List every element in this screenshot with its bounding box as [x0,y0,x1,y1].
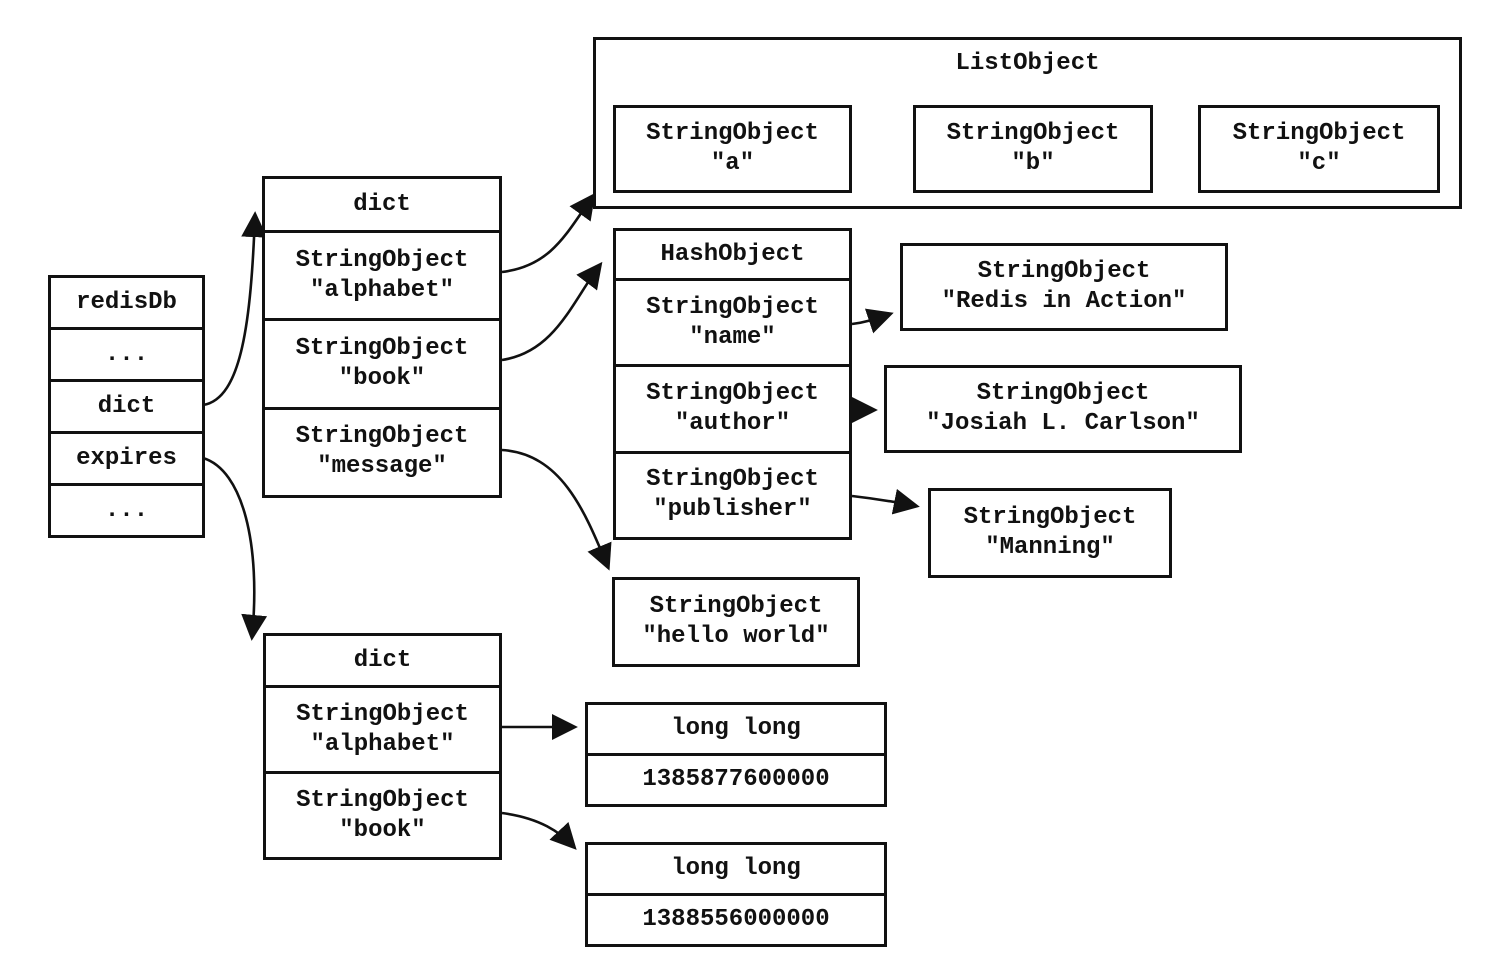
timestamp-value: 1385877600000 [642,766,830,793]
redisdb-row-ellipsis-bottom: ... [51,483,202,535]
timestamp-box-alphabet: long long 1385877600000 [585,702,887,807]
string-value-cell: StringObject "hello world" [615,580,857,664]
redisdb-row-title: redisDb [51,278,202,327]
object-type-label: StringObject [977,258,1151,285]
list-object-title: ListObject [955,50,1100,77]
object-value-label: "b" [1011,150,1055,177]
object-value-label: "c" [1297,150,1341,177]
long-long-label: long long [671,715,801,742]
object-type-label: StringObject [646,293,819,321]
redisdb-row-expires: expires [51,431,202,483]
object-value-label: "Redis in Action" [941,288,1187,315]
object-value-label: "alphabet" [309,276,455,304]
string-value-manning: StringObject "Manning" [928,488,1172,578]
arrow-alphabet-to-list-object [501,192,596,274]
object-type-label: StringObject [295,246,469,274]
dict-header-label: dict [353,646,412,674]
hash-field-author: StringObject "author" [616,364,849,450]
arrow-message-to-hello-world [501,448,612,571]
dict-header-label: dict [353,190,411,218]
ellipsis-label: ... [104,496,149,524]
timestamp-value-row: 1388556000000 [588,893,884,944]
object-value-label: "book" [339,816,426,844]
string-value-josiah-carlson: StringObject "Josiah L. Carlson" [884,365,1242,453]
object-value-label: "message" [317,453,447,481]
string-value-cell: StringObject "Josiah L. Carlson" [887,368,1239,450]
hash-header-label: HashObject [660,240,805,268]
object-type-label: StringObject [1232,120,1406,147]
timestamp-box-book: long long 1388556000000 [585,842,887,947]
arrow-publisher-to-manning [851,488,920,515]
long-long-label: long long [671,855,801,882]
expires-entry-alphabet: StringObject "alphabet" [266,685,499,771]
object-value-label: "a" [710,150,755,177]
object-type-label: StringObject [295,423,469,451]
hash-field-publisher: StringObject "publisher" [616,450,849,537]
key-dict-header: dict [265,179,499,230]
key-dict-entry-message: StringObject "message" [265,406,499,495]
object-value-label: "author" [674,409,791,437]
key-dict-entry-book: StringObject "book" [265,318,499,406]
string-value-cell: StringObject "Redis in Action" [903,246,1225,328]
list-node-a-cell: StringObject "a" [616,108,849,190]
list-node-c: StringObject "c" [1198,105,1440,193]
object-value-label: "publisher" [653,496,812,524]
timestamp-value-row: 1385877600000 [588,753,884,804]
object-type-label: StringObject [646,466,819,494]
object-value-label: "book" [338,364,426,392]
object-value-label: "hello world" [642,623,830,650]
object-type-label: StringObject [646,120,819,147]
expires-dict-box: dict StringObject "alphabet" StringObjec… [263,633,502,860]
hash-object-header: HashObject [616,231,849,278]
redisdb-struct-box: redisDb ... dict expires ... [48,275,205,538]
expires-entry-book: StringObject "book" [266,771,499,857]
ellipsis-label: ... [104,340,149,368]
timestamp-type-row: long long [588,845,884,893]
expires-field-label: expires [76,444,177,472]
key-dict-box: dict StringObject "alphabet" StringObjec… [262,176,502,498]
object-type-label: StringObject [296,700,469,728]
object-type-label: StringObject [963,504,1137,531]
arrow-expires-book-to-timestamp [501,811,577,850]
redisdb-row-ellipsis-top: ... [51,327,202,379]
list-node-b-cell: StringObject "b" [916,108,1150,190]
timestamp-value: 1388556000000 [642,906,830,933]
expires-dict-header: dict [266,636,499,685]
object-type-label: StringObject [649,593,823,620]
object-type-label: StringObject [976,380,1150,407]
list-node-b: StringObject "b" [913,105,1153,193]
string-value-hello-world: StringObject "hello world" [612,577,860,667]
object-type-label: StringObject [295,334,469,362]
dict-field-label: dict [97,392,156,420]
hash-object-box: HashObject StringObject "name" StringObj… [613,228,852,540]
arrow-redisdb-expires-to-expires-dict [202,456,268,641]
object-value-label: "Josiah L. Carlson" [926,410,1200,437]
hash-field-name: StringObject "name" [616,278,849,364]
arrow-redisdb-dict-to-key-dict [202,211,268,407]
string-value-redis-in-action: StringObject "Redis in Action" [900,243,1228,331]
object-type-label: StringObject [296,786,469,814]
timestamp-type-row: long long [588,705,884,753]
object-value-label: "Manning" [985,534,1115,561]
list-node-a: StringObject "a" [613,105,852,193]
arrow-book-to-hash-object [501,261,603,362]
object-type-label: StringObject [946,120,1120,147]
object-type-label: StringObject [646,379,819,407]
list-node-c-cell: StringObject "c" [1201,108,1437,190]
arrow-name-to-redis-in-action [851,308,894,334]
object-value-label: "alphabet" [310,730,455,758]
string-value-cell: StringObject "Manning" [931,491,1169,575]
redisdb-row-dict: dict [51,379,202,431]
key-dict-entry-alphabet: StringObject "alphabet" [265,230,499,318]
redisdb-label: redisDb [76,288,177,316]
list-object-frame: ListObject StringObject "a" StringObject… [593,37,1462,209]
object-value-label: "name" [689,323,776,351]
